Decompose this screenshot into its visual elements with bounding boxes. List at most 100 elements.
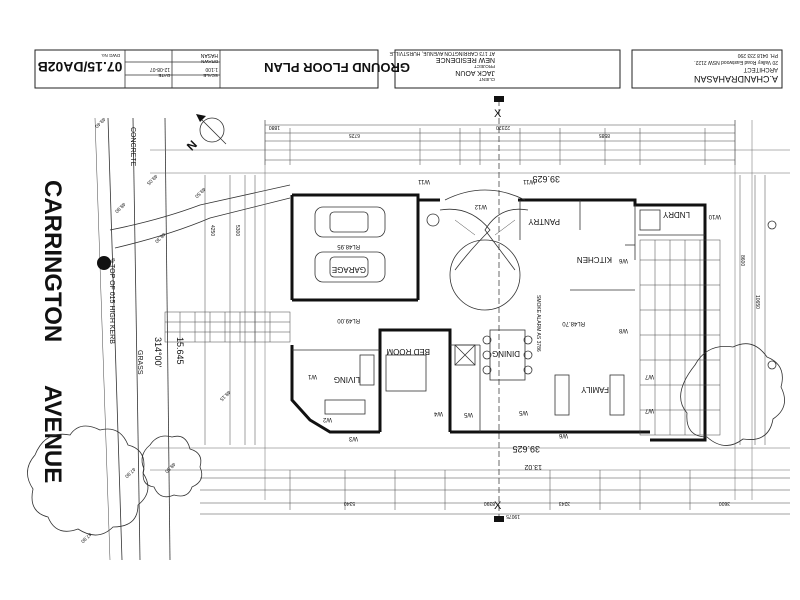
- drawn-value: HASAN: [200, 52, 218, 58]
- tree-icon: [680, 343, 785, 446]
- room-labels: GARAGE RL48.95 KITCHEN PANTRY LNDRY BED …: [332, 210, 690, 394]
- punch-hole-icon: [767, 220, 777, 230]
- smoke-alarm-note: SMOKE ALARM AS 3786: [535, 295, 541, 352]
- spot-level-b: 48.90: [113, 201, 126, 214]
- spot-level-c: 49.05: [145, 173, 158, 186]
- room-label-pantry: PANTRY: [528, 217, 560, 226]
- title-block: GROUND FLOOR PLAN 07.15/DA02B DWG No. SC…: [34, 49, 783, 89]
- dim-left-1: 4250: [209, 225, 215, 236]
- dim-overall-top: 22320: [496, 124, 510, 130]
- date-value: 12-08-07: [150, 66, 170, 72]
- title-box: [34, 49, 379, 89]
- tree-icon: [141, 435, 203, 498]
- rl-bottom: 39.625: [512, 444, 540, 454]
- top-dimensions: 22320 6725 8585 1880: [264, 120, 736, 165]
- drawing-number: 07.15/DA02B: [38, 59, 123, 75]
- dim-overall-bottom: 19075: [506, 513, 520, 519]
- room-label-living: LIVING: [334, 375, 360, 384]
- bearing-angle: 314°00': [153, 337, 163, 368]
- window-w2: W2: [322, 416, 332, 422]
- window-w7a: W7: [644, 373, 654, 379]
- architect-name: A.CHANDRAHASAN: [694, 74, 778, 84]
- window-w11a: W11: [417, 178, 430, 184]
- dim-bottom-3: 3243: [559, 500, 570, 506]
- spot-level-h: 49.50: [193, 186, 206, 199]
- section-marker-bottom: X: [494, 500, 502, 512]
- client-name: JACK AOUN: [455, 69, 495, 76]
- tree-icon: [27, 425, 149, 536]
- dim-right-2: 10650: [754, 295, 760, 309]
- architect-title: ARCHITECT: [743, 66, 778, 72]
- furniture: [324, 209, 661, 416]
- kerb-note: TOP OF 015 HIGH KERB: [108, 264, 115, 344]
- dim-bottom-1: 5340: [344, 500, 355, 506]
- dim-top-3: 1880: [269, 124, 280, 130]
- window-w6a: W6: [618, 257, 628, 263]
- project-name: NEW RESIDENCE: [436, 56, 495, 63]
- rl-top: 39.625: [532, 174, 560, 184]
- window-w10: W10: [708, 213, 721, 219]
- client-box: [394, 49, 621, 89]
- dim-bottom-2: 8390: [484, 500, 495, 506]
- dim-top-2: 8585: [599, 132, 610, 138]
- room-label-lndry: LNDRY: [662, 210, 690, 219]
- window-tags: W11 W11 W12 W10 W6 W8 W7 W7 W6 W5 W5 W4 …: [307, 178, 721, 441]
- surface-concrete: CONCRETE: [129, 127, 136, 167]
- window-w1: W1: [307, 373, 317, 379]
- levels-notes: RL49.00 RL48.70 39.625 39.625 13.02 314°…: [153, 174, 585, 470]
- window-w12: W12: [474, 203, 487, 209]
- window-w8: W8: [618, 327, 628, 333]
- room-label-dining: DINING: [492, 349, 520, 358]
- street-name-carrington: CARRINGTON: [39, 180, 66, 342]
- trees: [27, 343, 785, 536]
- spot-level-i: 47.90: [123, 466, 136, 479]
- window-w6b: W6: [558, 432, 568, 438]
- window-w3: W3: [348, 435, 358, 441]
- drawn-label: DRAWN: [201, 59, 218, 64]
- drawing-number-label: DWG No.: [101, 53, 120, 58]
- section-marker-top: X: [494, 108, 502, 120]
- punch-hole-icon: [767, 360, 777, 370]
- street-frontage: CARRINGTON AVENUE TOP OF 015 HIGH KERB C…: [39, 117, 291, 561]
- room-label-bedroom: BED ROOM: [386, 347, 430, 356]
- architect-box: [631, 49, 783, 89]
- boundary-length: 15.645: [175, 337, 185, 365]
- survey-marker-icon: [97, 256, 111, 270]
- room-label-family: FAMILY: [580, 385, 609, 394]
- sofa-family: [554, 374, 570, 416]
- side-dimensions: 4250 5300 8600 10650: [204, 175, 766, 445]
- date-label: DATE: [158, 73, 170, 78]
- dining-table: [489, 329, 526, 381]
- window-w7b: W7: [644, 407, 654, 413]
- rl-entry: RL49.00: [337, 317, 360, 323]
- dim-right-1: 8600: [739, 255, 745, 266]
- architect-address: 20 Valley Road Eastwood NSW 2122.: [694, 59, 778, 65]
- sofa-living: [324, 399, 366, 415]
- room-label-kitchen: KITCHEN: [577, 255, 612, 264]
- garage-cars: [314, 206, 386, 283]
- boundary-bottom: 13.02: [524, 463, 542, 470]
- window-w5b: W5: [463, 411, 473, 417]
- bed: [385, 354, 427, 392]
- dim-top-1: 6725: [349, 132, 360, 138]
- paving: [164, 239, 721, 436]
- grid-lines: [150, 120, 790, 500]
- project-address: AT 173 CARRINGTON AVENUE, HURSTVILLE: [389, 50, 495, 56]
- north-arrow-icon: N: [184, 114, 227, 153]
- spot-level-j: 48.50: [163, 461, 176, 474]
- dim-bottom-4: 3600: [719, 500, 730, 506]
- room-label-garage: GARAGE: [332, 265, 366, 274]
- dim-left-2: 5300: [234, 225, 240, 236]
- rl-family: RL48.70: [562, 320, 585, 326]
- client-label: CLIENT: [479, 77, 495, 82]
- spot-level-g: 48.15: [218, 389, 231, 402]
- scale-label: SCALE: [203, 73, 218, 78]
- window-w5a: W5: [518, 409, 528, 415]
- scale-value: 1:100: [205, 66, 218, 72]
- rl-garage: RL48.95: [337, 243, 360, 249]
- plan-title: GROUND FLOOR PLAN: [264, 60, 410, 75]
- window-w11b: W11: [522, 178, 535, 184]
- spiral-stair: [439, 189, 529, 311]
- section-line: X X: [494, 96, 504, 522]
